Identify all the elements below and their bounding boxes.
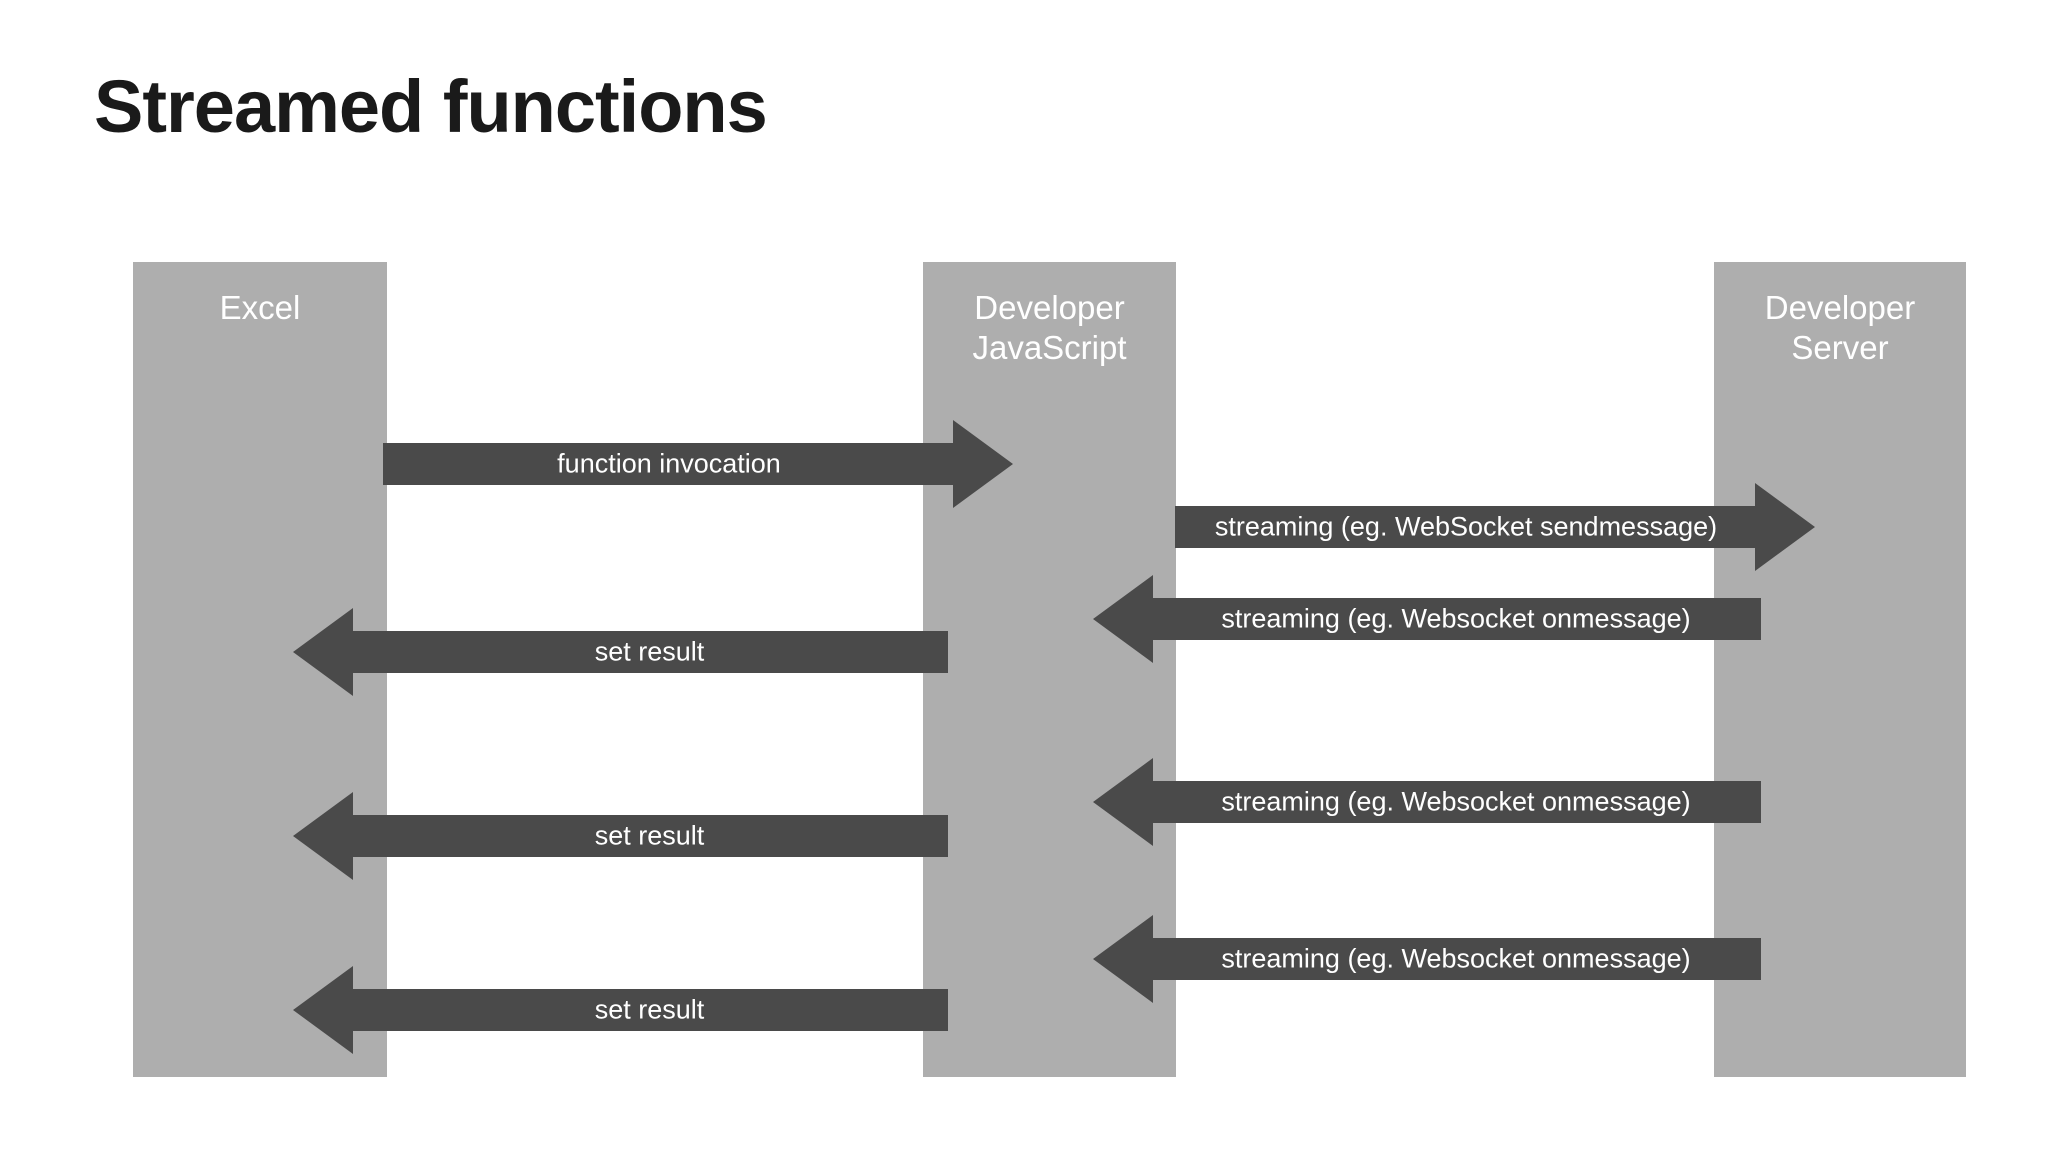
lifeline-developer-server-label-line-1: Developer [1764,289,1916,326]
message-arrow-streaming-sendmessage: streaming (eg. WebSocket sendmessage) [1175,483,1815,571]
lifeline-developer-javascript-label-line-1: Developer [974,289,1125,326]
arrow-left-icon [293,966,948,1054]
arrow-right-icon [1175,483,1815,571]
lifeline-developer-javascript-label-line-2: JavaScript [972,329,1127,367]
message-arrow-streaming-onmessage-2: streaming (eg. Websocket onmessage) [1093,758,1761,846]
lifeline-developer-server-label: Developer Server [1714,288,1966,369]
lifeline-excel-label-line-1: Excel [219,289,301,326]
page-title: Streamed functions [94,65,768,148]
message-arrow-set-result-1: set result [293,608,948,696]
lifeline-developer-server-label-line-2: Server [1791,329,1889,367]
arrow-left-icon [1093,915,1761,1003]
arrow-left-icon [293,792,948,880]
arrow-left-icon [293,608,948,696]
message-arrow-function-invocation: function invocation [383,420,1013,508]
arrow-left-icon [1093,758,1761,846]
message-arrow-streaming-onmessage-3: streaming (eg. Websocket onmessage) [1093,915,1761,1003]
arrow-left-icon [1093,575,1761,663]
lifeline-developer-javascript-label: Developer JavaScript [923,288,1176,369]
lifeline-excel-label: Excel [133,288,387,328]
message-arrow-set-result-2: set result [293,792,948,880]
message-arrow-streaming-onmessage-1: streaming (eg. Websocket onmessage) [1093,575,1761,663]
arrow-right-icon [383,420,1013,508]
message-arrow-set-result-3: set result [293,966,948,1054]
